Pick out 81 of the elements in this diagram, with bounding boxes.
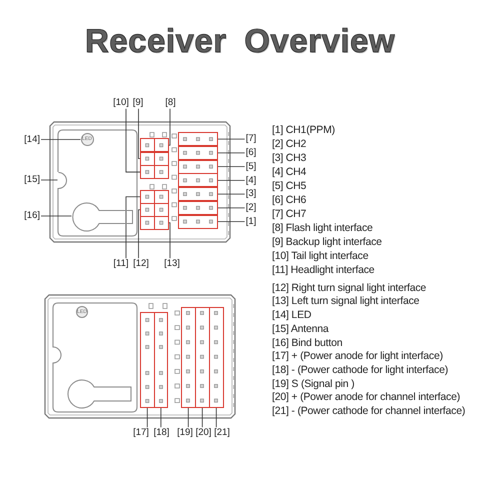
leader-line (202, 408, 203, 428)
leader-line (218, 221, 246, 222)
list-item: [3] CH3 (272, 152, 306, 164)
pin-group-outline (178, 187, 218, 202)
callout-number: [21] (213, 427, 231, 439)
leader-line (218, 180, 246, 181)
callout-number: [5] (244, 160, 258, 172)
list-item: [14] LED (272, 309, 312, 322)
pin-group-outline (178, 214, 218, 229)
callout-number: [14] (23, 134, 41, 146)
pin-group-outline (140, 165, 168, 179)
pin-group-outline (140, 138, 168, 152)
leader-line (216, 408, 217, 428)
pin-column-outline (154, 312, 168, 408)
callout-number: [20] (194, 427, 212, 439)
callout-number: [9] (132, 97, 144, 109)
title: Receiver Overview (84, 24, 396, 56)
callout-number: [7] (244, 133, 258, 145)
callout-number: [8] (164, 97, 177, 109)
list-item: [5] CH5 (272, 180, 306, 192)
callout-number: [16] (23, 210, 41, 222)
pin-group-outline (178, 146, 218, 160)
leader-line (218, 166, 246, 167)
list-item: [8] Flash light interface (272, 222, 373, 234)
list-item: [21] - (Power cathode for channel interface) (272, 405, 466, 418)
callout-number: [11] (112, 258, 130, 270)
callout-number: [17] (132, 427, 150, 439)
leader-line (160, 408, 162, 428)
list-item: [4] CH4 (272, 166, 306, 178)
antenna-notch (58, 172, 66, 188)
leader-line (218, 138, 246, 140)
callout-number: [2] (244, 202, 258, 214)
leader-line (138, 108, 140, 160)
pin-group-outline (140, 216, 168, 230)
list-item: [6] CH6 (272, 194, 306, 206)
pin-group-outline (140, 190, 168, 204)
callout-number: [10] (112, 97, 130, 109)
leader-line (218, 207, 246, 208)
list-item: [1] CH1(PPM) (272, 124, 335, 136)
list-item: [17] + (Power anode for light interface) (272, 350, 443, 363)
list-item: [2] CH2 (272, 138, 306, 150)
pin-group-outline (178, 160, 218, 174)
pin-group-outline (140, 152, 168, 166)
pin-column-outline (209, 307, 224, 408)
leader-line (126, 108, 140, 172)
pin-column-outline (195, 307, 210, 408)
leader-line (138, 209, 140, 259)
callout-number: [4] (244, 174, 258, 186)
callout-number: [18] (152, 427, 170, 439)
list-item: [13] Left turn signal light interface (272, 295, 420, 308)
list-item: [15] Antenna (272, 322, 329, 336)
leader-line (146, 408, 148, 428)
leader-line (126, 196, 140, 259)
list-item: [9] Backup light interface (272, 236, 382, 248)
list-item: [12] Right turn signal light interface (272, 282, 426, 294)
leader-line (40, 139, 81, 140)
callout-number: [3] (244, 188, 258, 200)
bind-button (72, 202, 132, 230)
pin-group-outline (178, 200, 218, 215)
pin-column-outline (181, 307, 196, 408)
callout-number: [19] (176, 427, 194, 439)
callout-number: [6] (244, 147, 258, 159)
list-item: [11] Headlight interface (272, 264, 374, 276)
pin-group-outline (140, 203, 168, 216)
pin-group-outline (178, 173, 218, 188)
list-item: [20] + (Power anode for channel interface) (272, 391, 460, 404)
list-item: [19] S (Signal pin ) (272, 378, 354, 390)
callout-number: [15] (23, 174, 41, 186)
pin-group-outline (178, 132, 218, 146)
leader-line (218, 152, 246, 154)
leader-line (168, 222, 170, 259)
callout-number: [12] (132, 258, 150, 270)
leader-line (188, 408, 189, 428)
list-item: [7] CH7 (272, 208, 306, 220)
list-item: [16] Bind button (272, 336, 342, 350)
list-item: [18] - (Power cathode for light interface) (272, 364, 448, 376)
callout-number: [1] (244, 216, 258, 228)
callout-number: [13] (163, 258, 181, 270)
pin-column-outline (140, 312, 155, 408)
leader-line (168, 108, 170, 146)
list-item: [10] Tail light interface (272, 250, 368, 262)
